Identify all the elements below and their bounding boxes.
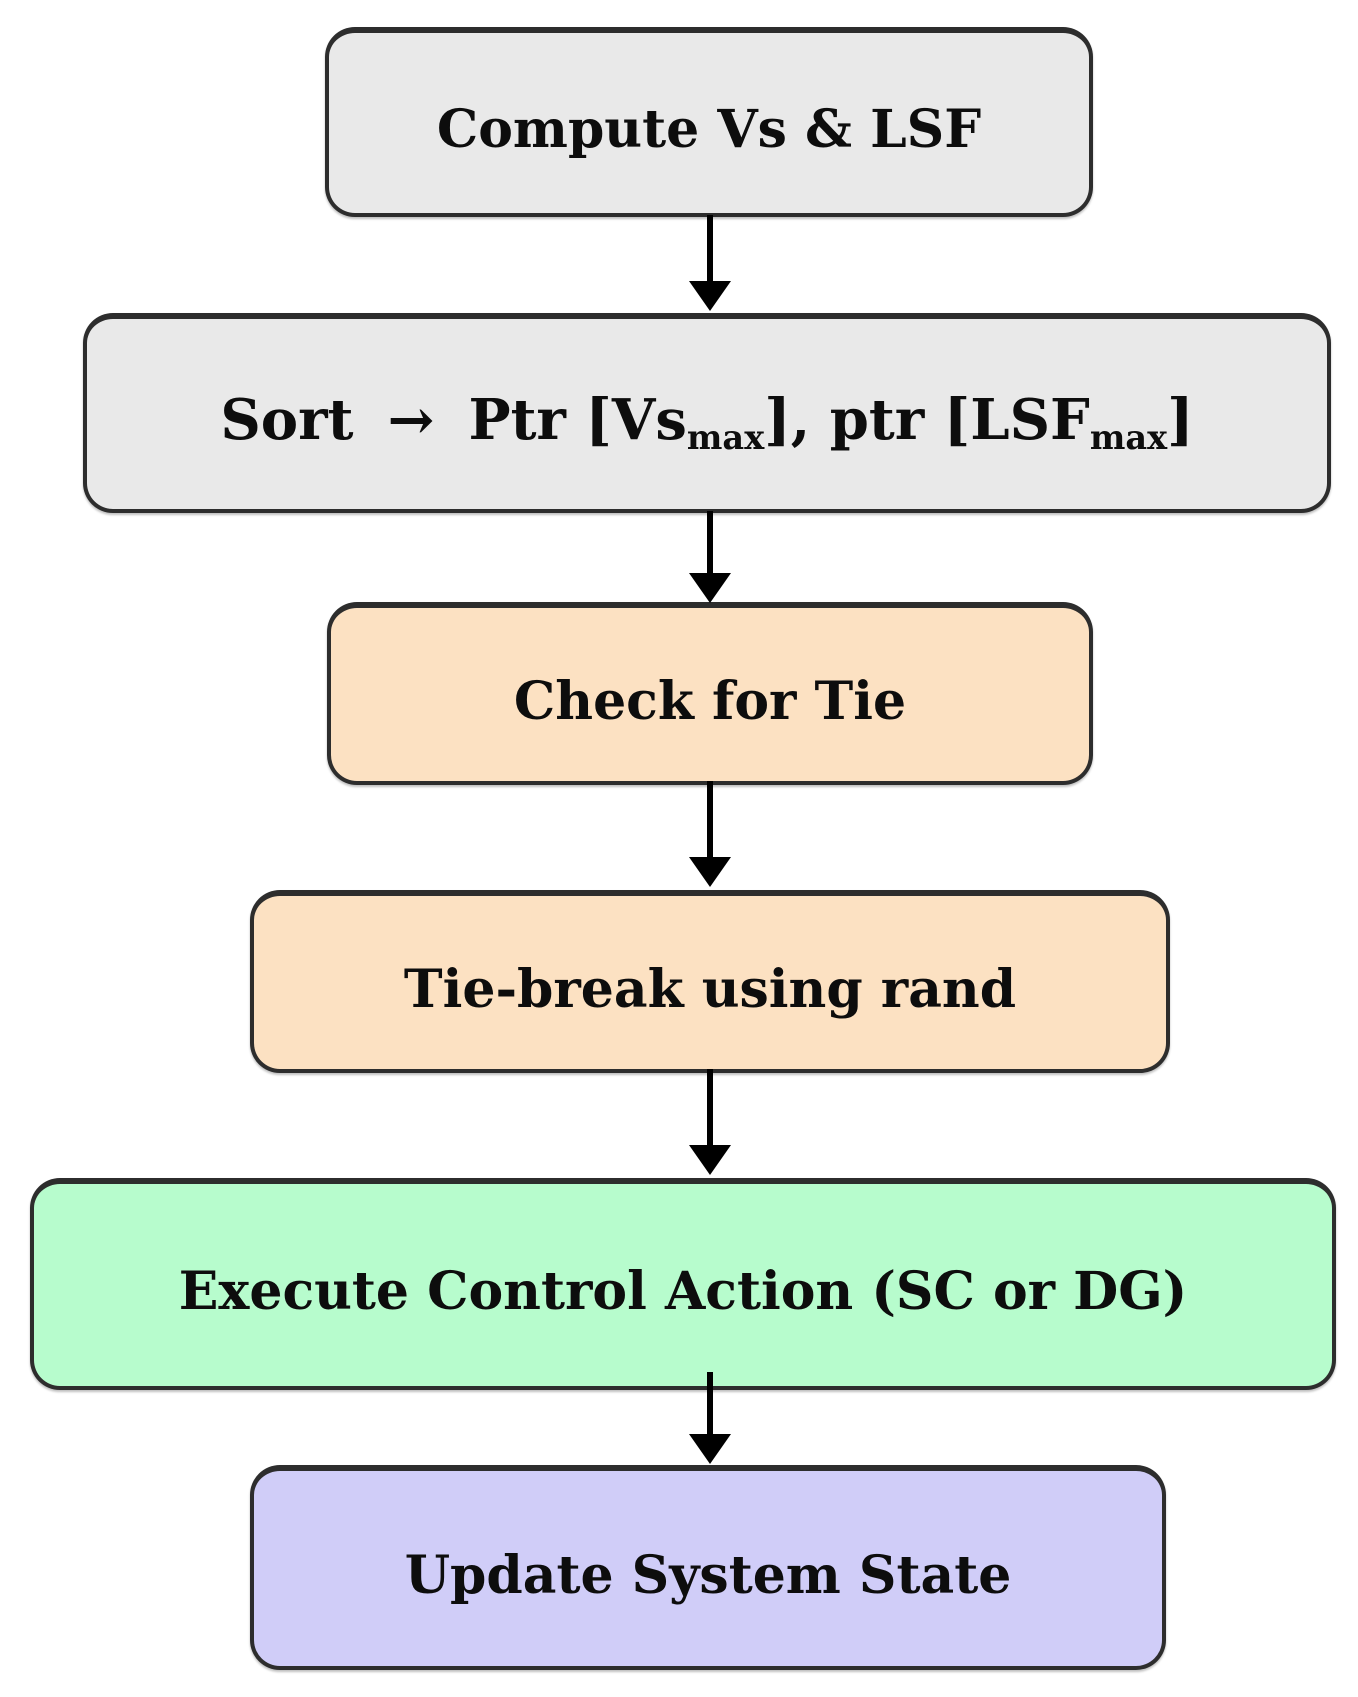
arrow-sort-to-check-tie [688, 511, 732, 603]
lsf-max-subscript: max [1089, 416, 1168, 457]
flow-node-tie-break: Tie-break using rand [250, 890, 1170, 1073]
arrow-shaft [707, 215, 713, 281]
arrow-check-tie-to-tie-break [688, 781, 732, 887]
flow-node-sort-label: Sort→Ptr [Vsmax], ptr [LSFmax] [220, 387, 1194, 454]
arrow-shaft [707, 511, 713, 573]
sort-ptr-vs: Ptr [Vs [468, 387, 687, 454]
arrow-execute-to-update [688, 1372, 732, 1464]
arrow-compute-to-sort [688, 215, 732, 311]
arrow-shaft [707, 1069, 713, 1145]
flow-node-compute-label: Compute Vs & LSF [436, 99, 982, 161]
arrow-shaft [707, 1372, 713, 1434]
arrow-tie-break-to-execute [688, 1069, 732, 1175]
arrow-head-down-icon [689, 1145, 731, 1175]
flow-node-sort: Sort→Ptr [Vsmax], ptr [LSFmax] [83, 313, 1331, 513]
flow-node-check-label: Check for Tie [513, 670, 907, 732]
flow-node-compute-vs-lsf: Compute Vs & LSF [325, 27, 1093, 217]
arrow-head-down-icon [689, 573, 731, 603]
sort-word: Sort [220, 387, 354, 454]
vs-max-subscript: max [686, 416, 765, 457]
arrow-shaft [707, 781, 713, 857]
sort-close-bracket: ] [1167, 387, 1194, 454]
flow-node-execute-label: Execute Control Action (SC or DG) [178, 1261, 1188, 1323]
arrow-head-down-icon [689, 281, 731, 311]
sort-ptr-lsf: ], ptr [LSF [764, 387, 1090, 454]
arrow-head-down-icon [689, 1434, 731, 1464]
flow-node-check-for-tie: Check for Tie [327, 602, 1093, 785]
flow-node-execute-control-action: Execute Control Action (SC or DG) [30, 1178, 1336, 1390]
right-arrow-glyph-icon: → [387, 387, 435, 454]
arrow-head-down-icon [689, 857, 731, 887]
flow-node-update-label: Update System State [404, 1544, 1012, 1606]
flow-node-update-system-state: Update System State [250, 1465, 1166, 1670]
flow-node-tie-break-label: Tie-break using rand [403, 958, 1017, 1020]
